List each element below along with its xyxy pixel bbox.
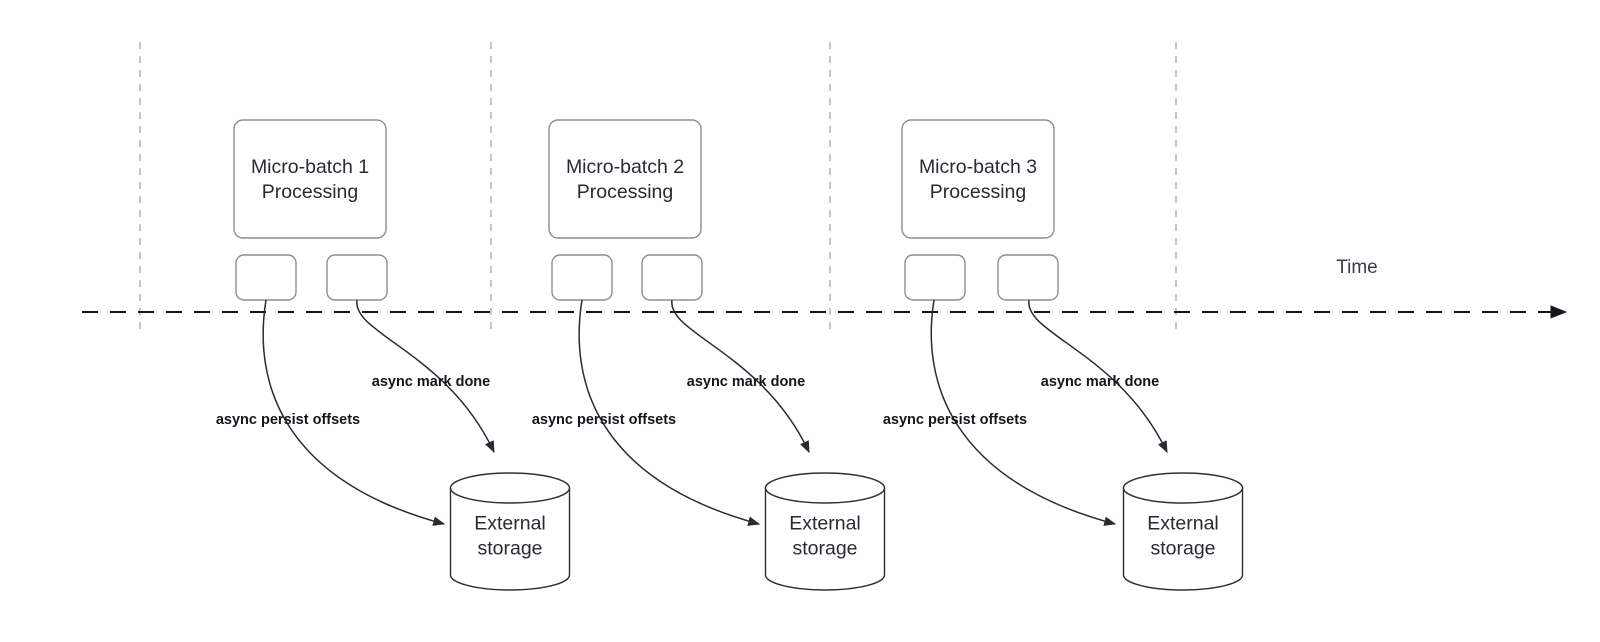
async-mark-done-edge-label: async mark done <box>1041 374 1159 390</box>
time-tick-lines <box>139 42 1177 330</box>
async-mark-done-edge-label: async mark done <box>687 374 805 390</box>
micro-batch-processing-box[interactable] <box>548 119 702 239</box>
external-storage-cylinder[interactable] <box>1122 487 1244 591</box>
async-persist-offsets-edge <box>930 299 1117 526</box>
persist-offsets-task[interactable] <box>904 254 966 301</box>
mark-done-task[interactable] <box>641 254 703 301</box>
async-mark-done-edge-label: async mark done <box>372 374 490 390</box>
external-storage-cylinder[interactable] <box>764 487 886 591</box>
async-persist-offsets-edge-label: async persist offsets <box>216 412 360 428</box>
mark-done-task[interactable] <box>326 254 388 301</box>
persist-offsets-task[interactable] <box>235 254 297 301</box>
async-mark-done-edge <box>1028 299 1168 454</box>
mark-done-task[interactable] <box>997 254 1059 301</box>
external-storage-cylinder[interactable] <box>449 487 571 591</box>
async-persist-offsets-edge <box>262 299 446 526</box>
time-axis-label: Time <box>1336 257 1378 278</box>
async-mark-done-edge <box>671 299 810 454</box>
async-persist-offsets-edge-label: async persist offsets <box>883 412 1027 428</box>
async-persist-offsets-edge <box>578 299 761 526</box>
persist-offsets-task[interactable] <box>551 254 613 301</box>
external-storage-cylinder-top <box>1122 472 1244 504</box>
external-storage-cylinder-top <box>764 472 886 504</box>
async-persist-offsets-edge-label: async persist offsets <box>532 412 676 428</box>
async-mark-done-edge <box>356 299 495 454</box>
external-storage-cylinder-top <box>449 472 571 504</box>
micro-batch-processing-box[interactable] <box>901 119 1055 239</box>
micro-batch-processing-box[interactable] <box>233 119 387 239</box>
